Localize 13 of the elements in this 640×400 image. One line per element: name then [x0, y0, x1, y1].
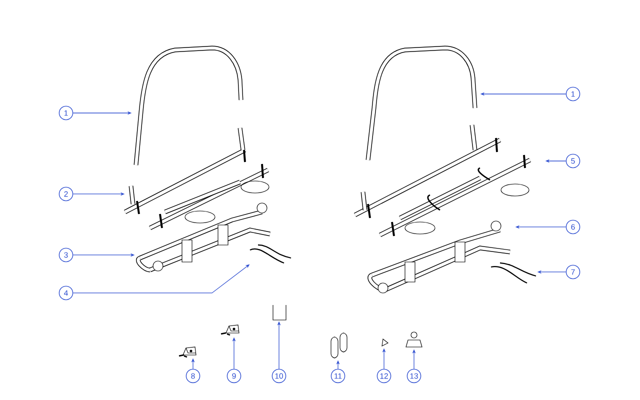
- bracket-drawing: [220, 324, 240, 336]
- knob-drawing: [406, 332, 422, 348]
- carrier-drawing: [124, 128, 270, 230]
- bracket-drawing: [178, 346, 196, 358]
- rack-frame-drawing: [366, 46, 478, 160]
- carrier-drawing: [354, 124, 531, 237]
- rack-frame-drawing: [134, 46, 244, 166]
- strap-holder-drawing: [330, 332, 348, 358]
- strap-drawing: [250, 244, 292, 264]
- u-bolt-drawing: [272, 304, 286, 320]
- base-frame-drawing: [368, 220, 510, 294]
- strap-drawing: [490, 262, 536, 284]
- base-frame-drawing: [136, 202, 270, 272]
